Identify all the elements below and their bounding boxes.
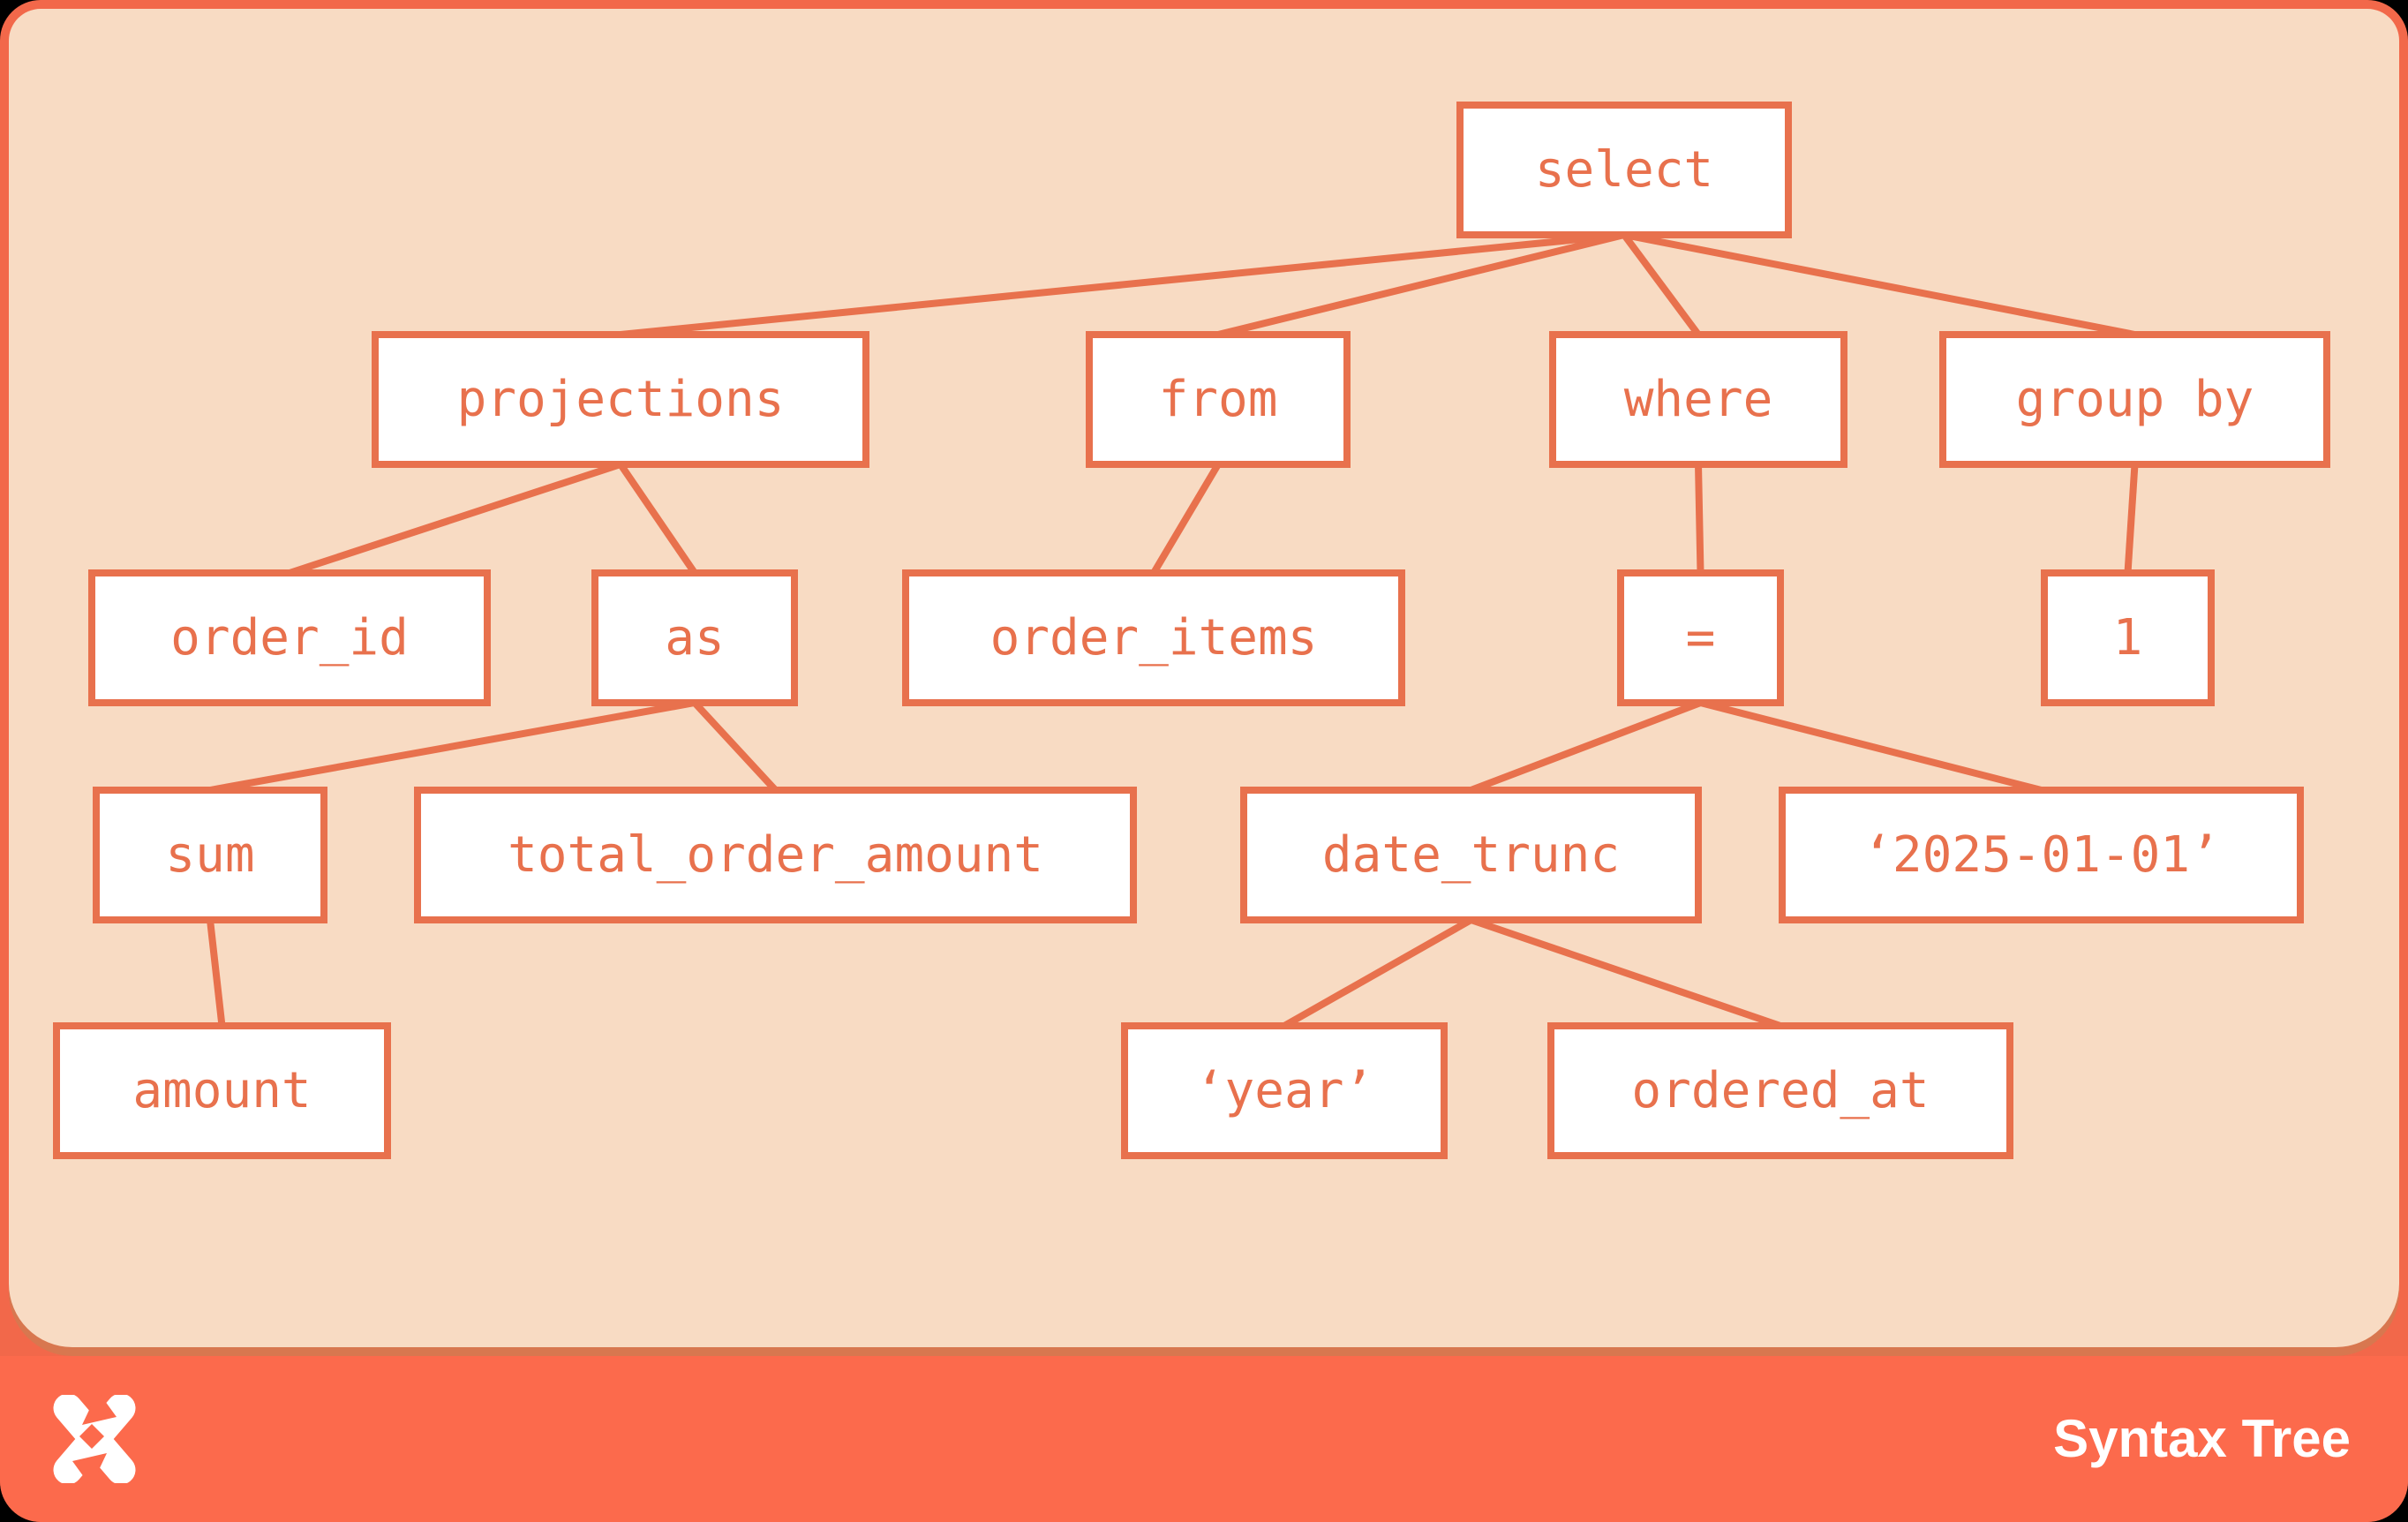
edge-select-where: [1621, 232, 1702, 337]
x-shuriken-logo-icon: [53, 1395, 136, 1483]
tree-node-date_trunc: date_trunc: [1240, 787, 1702, 923]
tree-node-group_by: group by: [1939, 331, 2330, 468]
tree-node-date_literal: ‘2025-01-01’: [1779, 787, 2304, 923]
edge-where-eq: [1695, 463, 1704, 574]
tree-node-projections: projections: [372, 331, 869, 468]
tree-canvas: select projections from where group by order_…: [0, 0, 2408, 1356]
edge-from-order_items: [1150, 462, 1222, 576]
tree-node-from: from: [1086, 331, 1351, 468]
edge-eq-date_trunc: [1470, 699, 1702, 794]
edge-as-sum: [209, 699, 696, 794]
edge-projections-as: [617, 462, 698, 576]
tree-node-where: where: [1549, 331, 1847, 468]
tree-node-ordered_at: ordered_at: [1547, 1022, 2013, 1159]
tree-node-sum: sum: [93, 787, 327, 923]
edge-group_by-one: [2124, 463, 2139, 574]
edge-date_trunc-year: [1283, 916, 1473, 1029]
tree-node-select: select: [1456, 102, 1792, 238]
tree-node-order_items: order_items: [902, 569, 1405, 706]
tree-node-year: ‘year’: [1121, 1022, 1448, 1159]
edge-select-group_by: [1623, 231, 2136, 338]
edge-date_trunc-ordered_at: [1470, 916, 1782, 1029]
footer-title: Syntax Tree: [2053, 1409, 2351, 1468]
edge-select-from: [1217, 231, 1625, 338]
tree-node-eq: =: [1617, 569, 1784, 706]
tree-edges: [0, 0, 2408, 1356]
tree-node-amount: amount: [53, 1022, 391, 1159]
tree-node-total_order_amount: total_order_amount: [414, 787, 1137, 923]
edge-eq-date_literal: [1699, 699, 2043, 794]
edge-as-total_order_amount: [692, 700, 779, 793]
tree-node-as: as: [591, 569, 798, 706]
footer-band: Syntax Tree: [0, 1356, 2408, 1522]
tree-node-one: 1: [2041, 569, 2215, 706]
tree-node-order_id: order_id: [88, 569, 491, 706]
edge-sum-amount: [207, 919, 226, 1027]
edge-projections-order_id: [288, 461, 622, 576]
edge-select-projections: [620, 231, 1625, 338]
